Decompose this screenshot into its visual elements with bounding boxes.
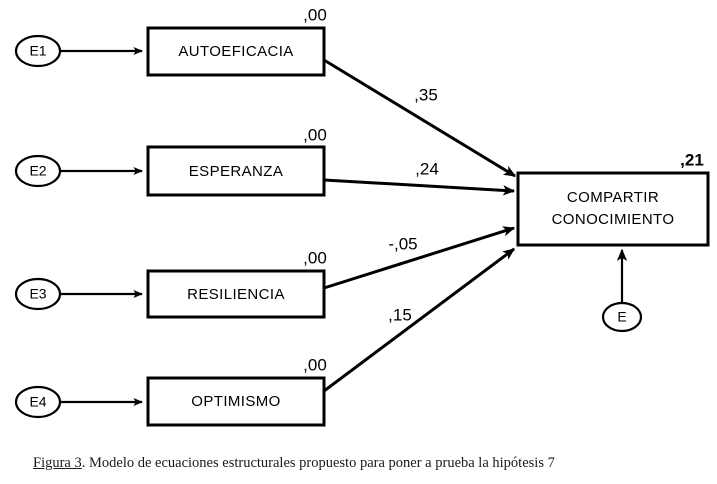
node-autoeficacia[interactable]: AUTOEFICACIA: [146, 26, 326, 77]
error-node-e-label: E: [617, 309, 626, 325]
coefficient-label-esperanza: ,24: [415, 159, 439, 178]
path-esperanza-to-outcome: [323, 178, 516, 196]
figure-caption: Figura 3. Modelo de ecuaciones estructur…: [33, 455, 703, 472]
coefficient-label-optimismo: ,15: [388, 305, 412, 324]
coefficient-label-autoeficacia: ,35: [414, 85, 438, 104]
node-resiliencia[interactable]: RESILIENCIA: [146, 269, 326, 319]
node-esperanza[interactable]: ESPERANZA: [146, 145, 326, 197]
error-node-e4-label: E4: [29, 394, 46, 410]
figure-caption-number: Figura 3: [33, 455, 82, 471]
variance-label-optimismo: ,00: [303, 355, 327, 374]
node-compartir-conocimiento[interactable]: COMPARTIR CONOCIMIENTO: [516, 171, 710, 247]
coefficient-label-resiliencia: -,05: [388, 234, 417, 253]
node-compartir-conocimiento-label-line1: COMPARTIR: [567, 189, 659, 206]
path-autoeficacia-to-outcome: [323, 58, 517, 178]
path-diagram: E1 E2 E3 E4 AUTOEFICACIA ,00 ESPERANZA: [14, 5, 710, 427]
node-optimismo[interactable]: OPTIMISMO: [146, 376, 326, 427]
error-node-e2[interactable]: E2: [14, 154, 62, 188]
error-node-e1[interactable]: E1: [14, 34, 62, 68]
node-resiliencia-label: RESILIENCIA: [187, 286, 285, 303]
node-optimismo-label: OPTIMISMO: [191, 393, 280, 410]
figure-caption-text: . Modelo de ecuaciones estructurales pro…: [81, 455, 555, 471]
error-node-e4[interactable]: E4: [14, 385, 62, 419]
error-node-e[interactable]: E: [601, 301, 643, 333]
error-node-e3[interactable]: E3: [14, 277, 62, 311]
error-node-e2-label: E2: [29, 163, 46, 179]
variance-label-esperanza: ,00: [303, 125, 327, 144]
variance-label-resiliencia: ,00: [303, 248, 327, 267]
error-node-e3-label: E3: [29, 286, 46, 302]
node-compartir-conocimiento-label-line2: CONOCIMIENTO: [552, 211, 675, 228]
path-optimismo-to-outcome: [323, 247, 515, 393]
error-node-e1-label: E1: [29, 43, 46, 59]
r-squared-label: ,21: [680, 150, 704, 169]
path-resiliencia-to-outcome: [323, 226, 516, 290]
variance-label-autoeficacia: ,00: [303, 5, 327, 24]
node-esperanza-label: ESPERANZA: [189, 163, 283, 180]
node-autoeficacia-label: AUTOEFICACIA: [178, 43, 293, 60]
